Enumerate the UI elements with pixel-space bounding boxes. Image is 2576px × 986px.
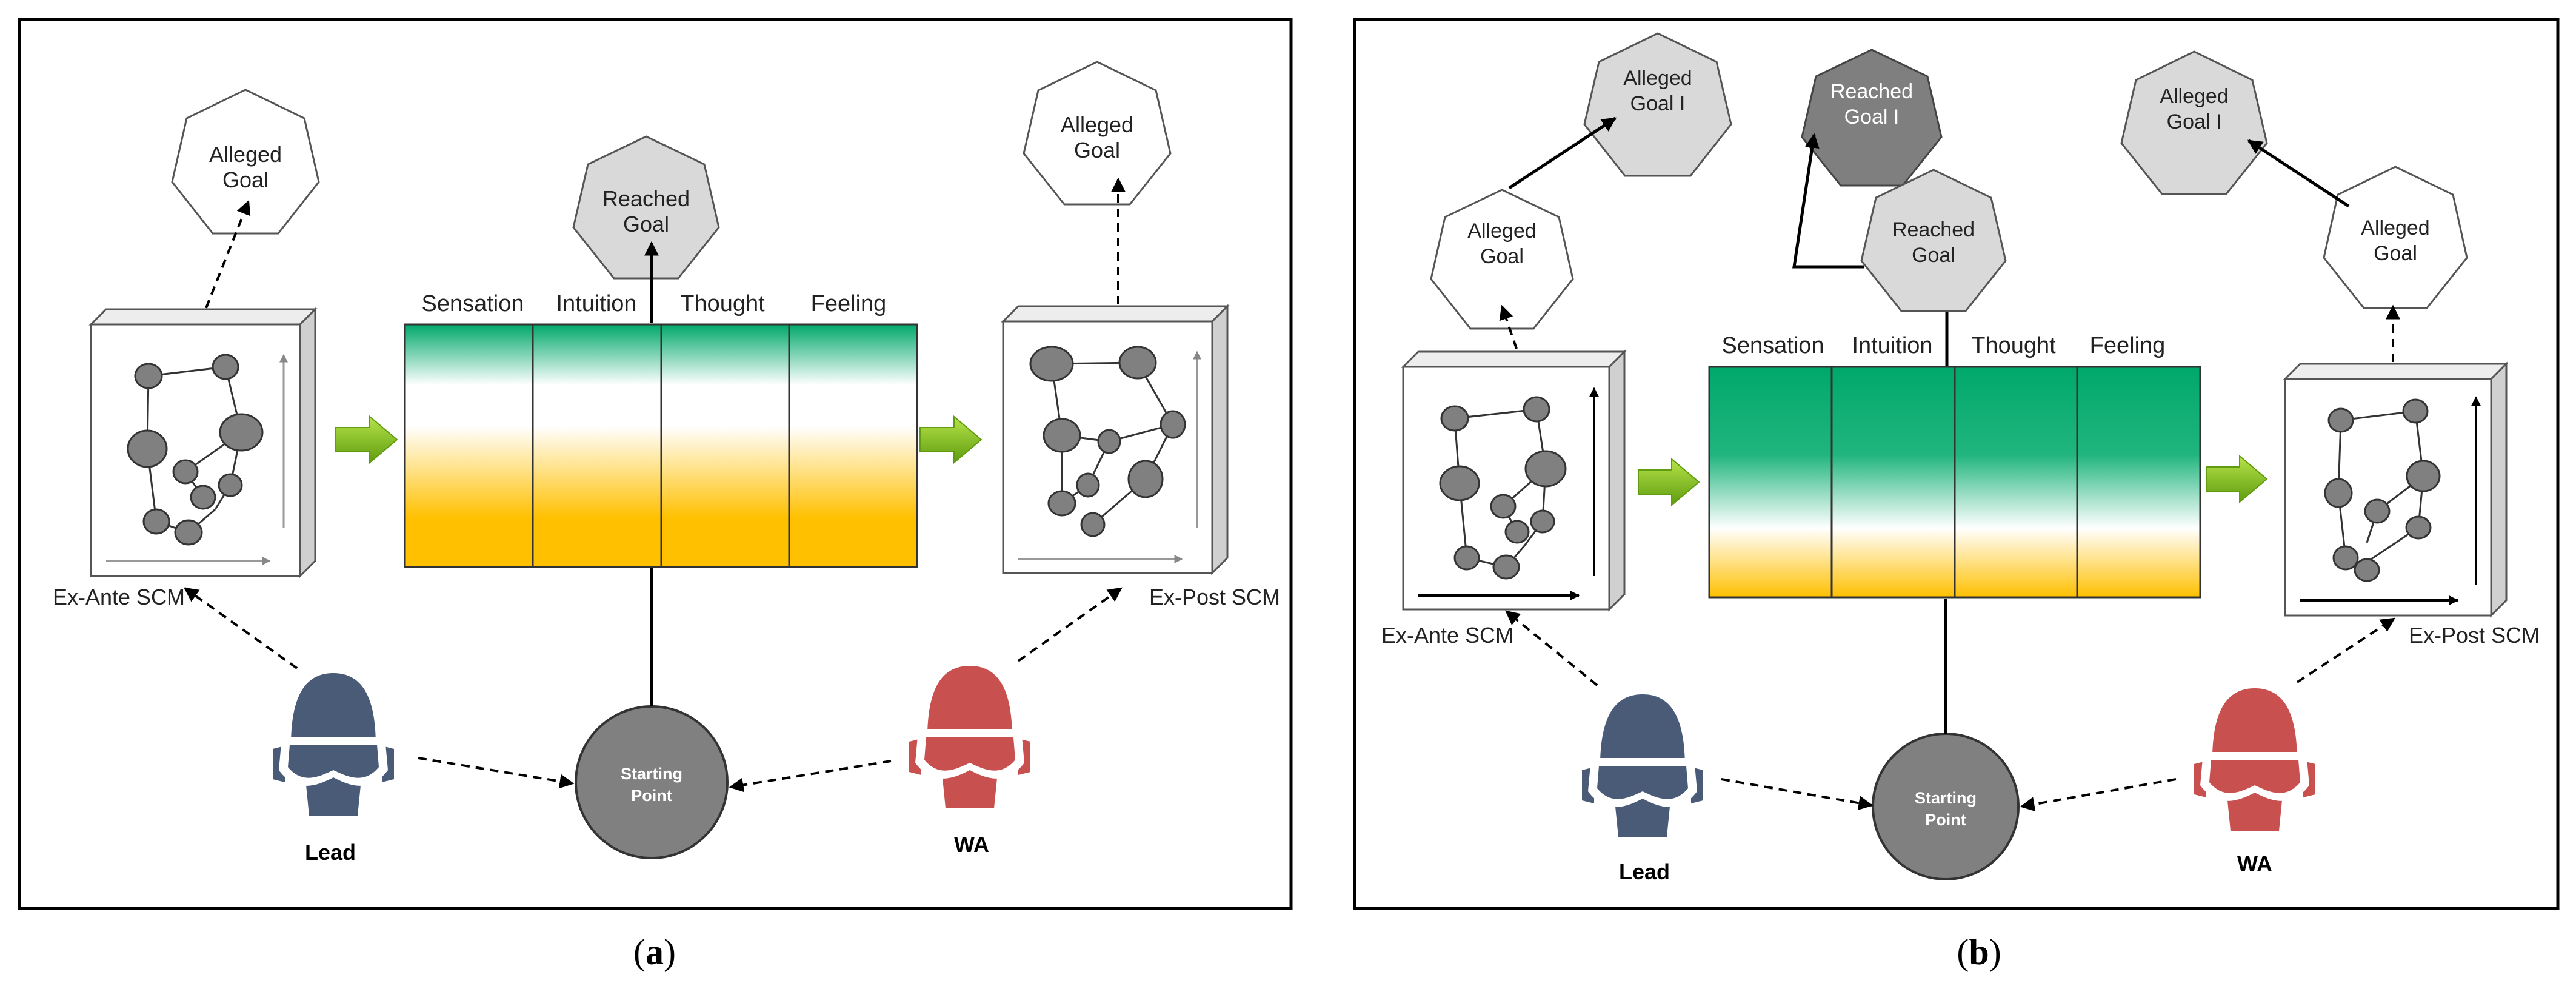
connector-lead-to-ex-ante-b [1505,610,1598,686]
reached-goal-i-shape [1801,49,1943,187]
alleged-goal-right-shape [1023,61,1172,206]
reached-goal-shape-b [1860,169,2007,312]
alleged-goal-i-left-shape [1583,32,1732,177]
wa-label: WA [954,832,989,857]
function-label-feeling-b: Feeling [2090,333,2166,358]
connector-alleged-goal-to-alleged-goal-i-left [1508,116,1617,190]
lead-avatar-b [1582,694,1703,837]
flow-arrow-left-b [1638,457,1700,507]
connector-wa-to-ex-post [1017,587,1123,662]
function-label-thought-b: Thought [1971,333,2056,358]
ex-ante-scm-cube [88,307,318,579]
alleged-goal-left-shape [171,89,320,235]
function-label-intuition-b: Intuition [1852,333,1932,358]
ex-post-scm-cube [1001,304,1230,575]
lead-label: Lead [305,840,356,865]
function-label-sensation: Sensation [421,291,524,317]
connector-ex-ante-to-alleged-goal [205,200,251,309]
connector-lead-to-ex-ante [184,587,298,669]
connector-reached-goal-to-reached-goal-i [1792,133,1864,269]
wa-avatar-b [2194,688,2315,831]
lead-label-b: Lead [1619,859,1670,884]
flow-arrow-right-b [2206,454,2268,504]
ex-post-scm-label-b: Ex-Post SCM [2409,623,2540,648]
ex-post-scm-cube-b [2283,361,2509,618]
flow-arrow-left [335,415,398,464]
connector-lead-to-start [418,757,575,789]
function-label-thought: Thought [680,291,765,317]
alleged-goal-i-right-shape [2120,50,2268,195]
ex-post-scm-label: Ex-Post SCM [1149,585,1280,609]
connector-alleged-goal-to-alleged-goal-i-right [2247,139,2350,208]
function-label-sensation-b: Sensation [1721,333,1824,358]
connector-wa-to-start [729,760,892,793]
ex-ante-scm-label: Ex-Ante SCM [53,585,185,609]
connector-ex-ante-to-alleged-goal-b [1499,304,1518,349]
function-label-feeling: Feeling [811,291,887,317]
connector-lead-to-start-b [1721,778,1874,811]
connector-wa-to-ex-post-b [2296,617,2396,683]
lead-avatar [273,673,394,816]
ex-ante-scm-label-b: Ex-Ante SCM [1381,623,1513,648]
ex-ante-scm-cube-b [1401,349,1627,612]
panel-b-caption: (b) [1957,932,2001,972]
reached-goal-shape [572,135,720,280]
wa-label-b: WA [2237,851,2272,876]
flow-arrow-right [919,415,983,464]
connector-wa-to-start-b [2020,778,2177,812]
wa-avatar [909,666,1030,808]
alleged-goal-left-shape-b [1430,189,1574,330]
function-label-intuition: Intuition [556,291,636,317]
panel-a-caption: (a) [633,932,676,972]
